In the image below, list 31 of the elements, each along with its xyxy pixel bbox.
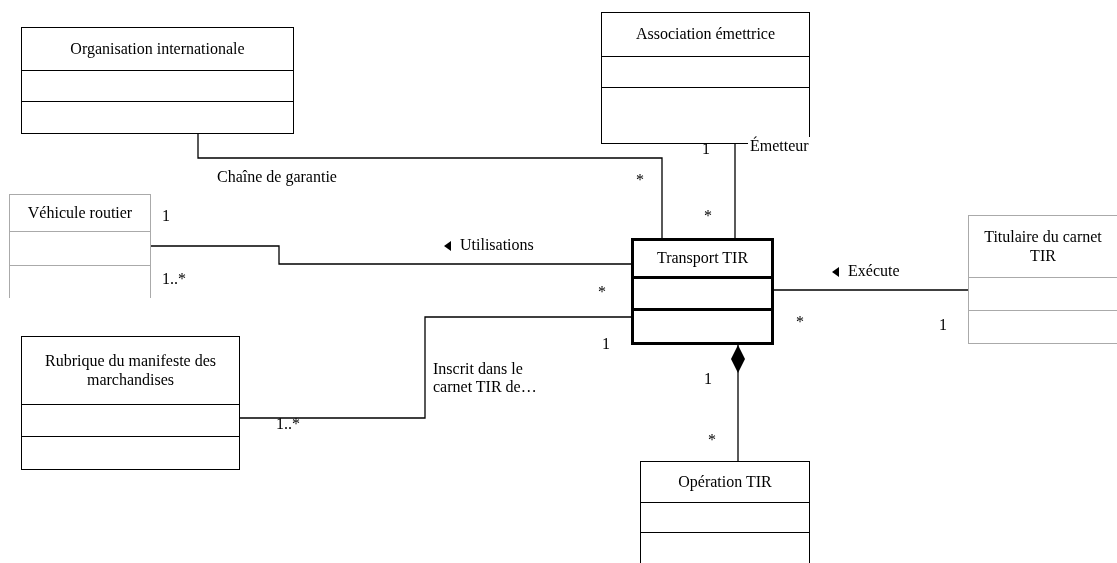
multiplicity-label: * xyxy=(704,207,712,226)
association-line xyxy=(150,245,632,265)
class-box xyxy=(21,27,294,134)
multiplicity-label: 1 xyxy=(704,370,712,389)
edge-label: Chaîne de garantie xyxy=(215,168,339,187)
association-line xyxy=(197,133,663,239)
multiplicity-label: * xyxy=(598,283,606,302)
class-name: Association émettrice xyxy=(635,25,776,44)
association-line xyxy=(239,316,632,419)
class-box xyxy=(631,238,774,345)
multiplicity-label: 1 xyxy=(602,335,610,354)
class-name: Véhicule routier xyxy=(27,203,133,223)
multiplicity-label: 1..* xyxy=(276,415,300,434)
class-name: Opération TIR xyxy=(678,472,772,491)
multiplicity-label: 1 xyxy=(162,207,170,226)
class-name: Titulaire du carnet TIR xyxy=(983,228,1103,265)
association-line xyxy=(734,143,736,239)
multiplicity-label: * xyxy=(796,313,804,332)
multiplicity-label: 1 xyxy=(939,316,947,335)
multiplicity-label: 1..* xyxy=(162,270,186,289)
class-box xyxy=(9,194,151,298)
class-box xyxy=(968,215,1117,344)
multiplicity-label: * xyxy=(708,431,716,450)
association-line xyxy=(773,289,969,291)
class-box xyxy=(640,461,810,563)
class-name: Rubrique du manifeste des marchandises xyxy=(43,352,218,389)
class-box xyxy=(21,336,240,470)
class-name: Transport TIR xyxy=(656,249,749,268)
multiplicity-label: * xyxy=(636,171,644,190)
composition-line xyxy=(731,344,745,462)
class-name: Organisation internationale xyxy=(70,39,245,59)
